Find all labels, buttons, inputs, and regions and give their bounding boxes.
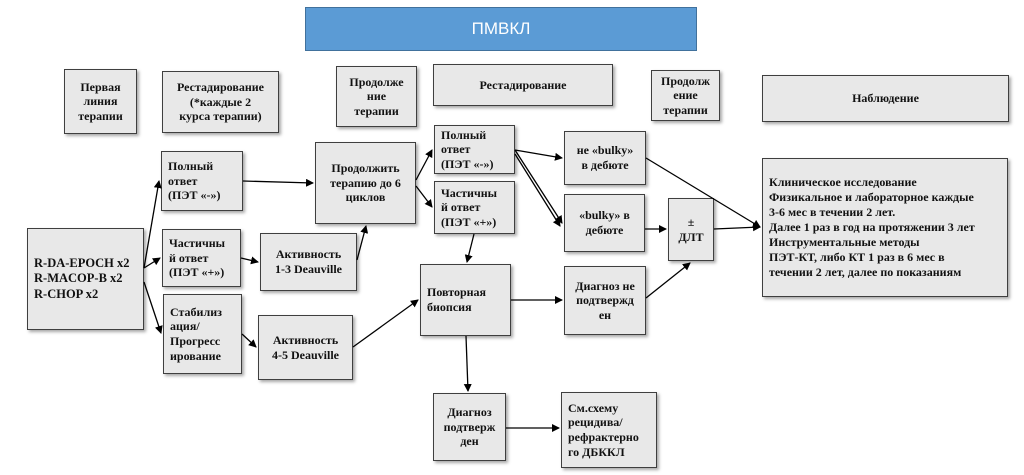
- arrow-regimens-to-complete1: [143, 180, 162, 269]
- arrow-continue6-to-complete2: [415, 149, 433, 181]
- node-repeat-biopsy: Повторная биопсия: [420, 264, 511, 336]
- node-diagnosis-confirmed: Диагноз подтверж ден: [433, 393, 506, 461]
- arrow-notbulky-to-observation: [645, 157, 761, 228]
- node-activity-1-3: Активность 1-3 Deauville: [260, 233, 357, 291]
- arrow-complete1-to-continue6: [242, 178, 314, 187]
- arrow-rebiopsy-to-confirmed: [463, 335, 472, 392]
- arrow-regimens-to-partial1: [143, 257, 161, 269]
- arrow-regimens-to-stable1: [143, 281, 163, 334]
- arrow-complete2-to-bulky-2: [514, 153, 561, 227]
- node-bulky: «bulky» в дебюте: [564, 194, 645, 252]
- node-observation-details: Клиническое исследование Физикальное и л…: [762, 158, 1008, 297]
- node-complete-response-2: Полный ответ (ПЭТ «-»): [434, 125, 515, 174]
- column-header-continue-2: Продолж ение терапии: [651, 70, 720, 121]
- arrow-partial2-to-rebiopsy: [464, 233, 475, 263]
- column-header-restaging-1: Рестадирование (*каждые 2 курса терапии): [162, 71, 279, 133]
- arrow-complete2-to-bulky: [514, 149, 563, 224]
- column-header-continue-1: Продолже ние терапии: [336, 66, 417, 127]
- node-complete-response-1: Полный ответ (ПЭТ «-»): [161, 151, 243, 211]
- arrow-continue6-to-partial2: [415, 185, 433, 208]
- node-activity-4-5: Активность 4-5 Deauville: [258, 315, 353, 380]
- arrow-activity45-to-rebiopsy: [352, 299, 419, 348]
- node-first-line-regimens: R-DA-EPOCH x2 R-MACOP-B x2 R-CHOP x2: [27, 228, 144, 330]
- node-continue-to-6-cycles: Продолжить терапию до 6 циклов: [315, 142, 416, 224]
- node-diagnosis-not-confirmed: Диагноз не подтвержд ен: [564, 266, 646, 335]
- node-stabilization-progression: Стабилиз ация/ Прогресс ирование: [163, 294, 242, 374]
- column-header-observation: Наблюдение: [762, 75, 1009, 122]
- node-not-bulky: не «bulky» в дебюте: [564, 131, 646, 185]
- column-header-first-line: Первая линия терапии: [64, 69, 137, 134]
- arrow-activity13-to-continue6: [356, 225, 369, 261]
- node-see-relapse-scheme: См.схему рецидива/ рефрактерно го ДБККЛ: [561, 392, 657, 468]
- node-radiotherapy: ± ДЛТ: [668, 198, 714, 261]
- arrow-stable1-to-activity45: [241, 333, 257, 348]
- page-title: ПМВКЛ: [305, 7, 697, 51]
- arrow-notconfirmed-to-dlt: [645, 262, 691, 299]
- column-header-restaging-2: Рестадирование: [433, 64, 613, 106]
- node-partial-response-1: Частичны й ответ (ПЭТ «+»): [162, 229, 241, 287]
- arrow-partial1-to-activity13: [240, 256, 259, 265]
- arrow-complete2-to-notbulky: [514, 149, 563, 161]
- arrow-dlt-to-observation: [713, 223, 761, 232]
- node-partial-response-2: Частичны й ответ (ПЭТ «+»): [434, 181, 515, 234]
